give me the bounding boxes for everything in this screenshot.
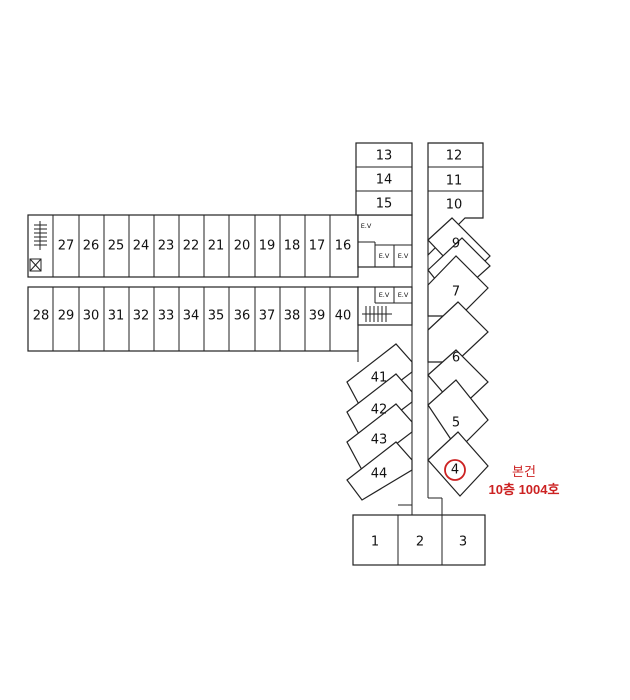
unit-7-label: 7 [452, 285, 460, 300]
unit-24-label: 24 [133, 239, 150, 254]
west-wing-bottom-row: 28 29 30 31 32 33 34 35 36 37 38 39 40 [27, 286, 359, 352]
unit-39-label: 39 [309, 309, 326, 324]
unit-32-label: 32 [133, 309, 150, 324]
subject-annotation: 본건 10층 1004호 [489, 464, 560, 497]
subject-unit-highlight-circle [444, 459, 466, 481]
elevator-label-3: E.V [398, 252, 409, 260]
unit-3-label: 3 [459, 535, 467, 550]
south-block: 1 2 3 [352, 514, 486, 566]
unit-16-label: 16 [335, 239, 352, 254]
unit-43-cell [346, 403, 413, 471]
unit-7-cell [427, 255, 489, 317]
unit-1-label: 1 [371, 535, 379, 550]
east-diagonal-units: 9 7 6 5 4 [427, 217, 491, 497]
south-block-outline [352, 514, 486, 566]
unit-10-label: 10 [446, 198, 463, 213]
unit-18-label: 18 [284, 239, 301, 254]
core-lower [357, 286, 413, 326]
unit-4-cell [427, 431, 489, 497]
annotation-line-1: 본건 [512, 464, 536, 479]
corridors [398, 143, 443, 515]
unit-4-label: 4 [451, 463, 459, 478]
unit-14-label: 14 [376, 173, 393, 188]
unit-43-label: 43 [371, 433, 388, 448]
unit-13-label: 13 [376, 149, 393, 164]
unit-11-label: 11 [446, 174, 463, 189]
unit-2-label: 2 [416, 535, 424, 550]
unit-19-label: 19 [259, 239, 276, 254]
unit-21-label: 21 [208, 239, 225, 254]
elevator-label-4: E.V [379, 291, 390, 299]
unit-6-cell [427, 301, 489, 363]
elevator-label-2: E.V [379, 252, 390, 260]
unit-5-label: 5 [452, 416, 460, 431]
north-left-column: 13 14 15 [355, 142, 413, 216]
unit-9-label: 9 [452, 237, 460, 252]
unit-27-label: 27 [58, 239, 75, 254]
elevator-label-1: E.V [361, 222, 372, 230]
unit-29-label: 29 [58, 309, 75, 324]
unit-26-label: 26 [83, 239, 100, 254]
unit-35-label: 35 [208, 309, 225, 324]
bottom-row-outline [27, 286, 359, 352]
unit-34-label: 34 [183, 309, 200, 324]
unit-17-label: 17 [309, 239, 326, 254]
unit-44-cell [346, 441, 413, 501]
unit-5-cell [427, 379, 489, 451]
west-diagonal-units: 41 42 43 44 [346, 343, 413, 501]
unit-20-label: 20 [234, 239, 251, 254]
unit-41-label: 41 [371, 371, 388, 386]
unit-36-label: 36 [234, 309, 251, 324]
unit-40-label: 40 [335, 309, 352, 324]
west-stair-icon [34, 221, 47, 250]
unit-33-label: 33 [158, 309, 175, 324]
unit-23-label: 23 [158, 239, 175, 254]
central-core: E.V E.V E.V E.V E.V [357, 214, 413, 362]
unit-12-label: 12 [446, 149, 463, 164]
annotation-line-2: 10층 1004호 [489, 482, 560, 497]
shaft-box-icon [29, 258, 42, 272]
unit-6-label: 6 [452, 351, 460, 366]
top-row-outline [27, 214, 359, 278]
core-stair-icon [362, 306, 392, 322]
unit-42-label: 42 [371, 403, 388, 418]
unit-38-label: 38 [284, 309, 301, 324]
unit-25-label: 25 [108, 239, 125, 254]
unit-31-label: 31 [108, 309, 125, 324]
unit-22-label: 22 [183, 239, 200, 254]
unit-44-label: 44 [371, 467, 388, 482]
unit-30-label: 30 [83, 309, 100, 324]
unit-28-label: 28 [33, 309, 50, 324]
elevator-label-5: E.V [398, 291, 409, 299]
unit-15-label: 15 [376, 197, 393, 212]
west-wing-top-row: 27 26 25 24 23 22 21 20 19 18 17 16 [27, 214, 359, 278]
unit-37-label: 37 [259, 309, 276, 324]
